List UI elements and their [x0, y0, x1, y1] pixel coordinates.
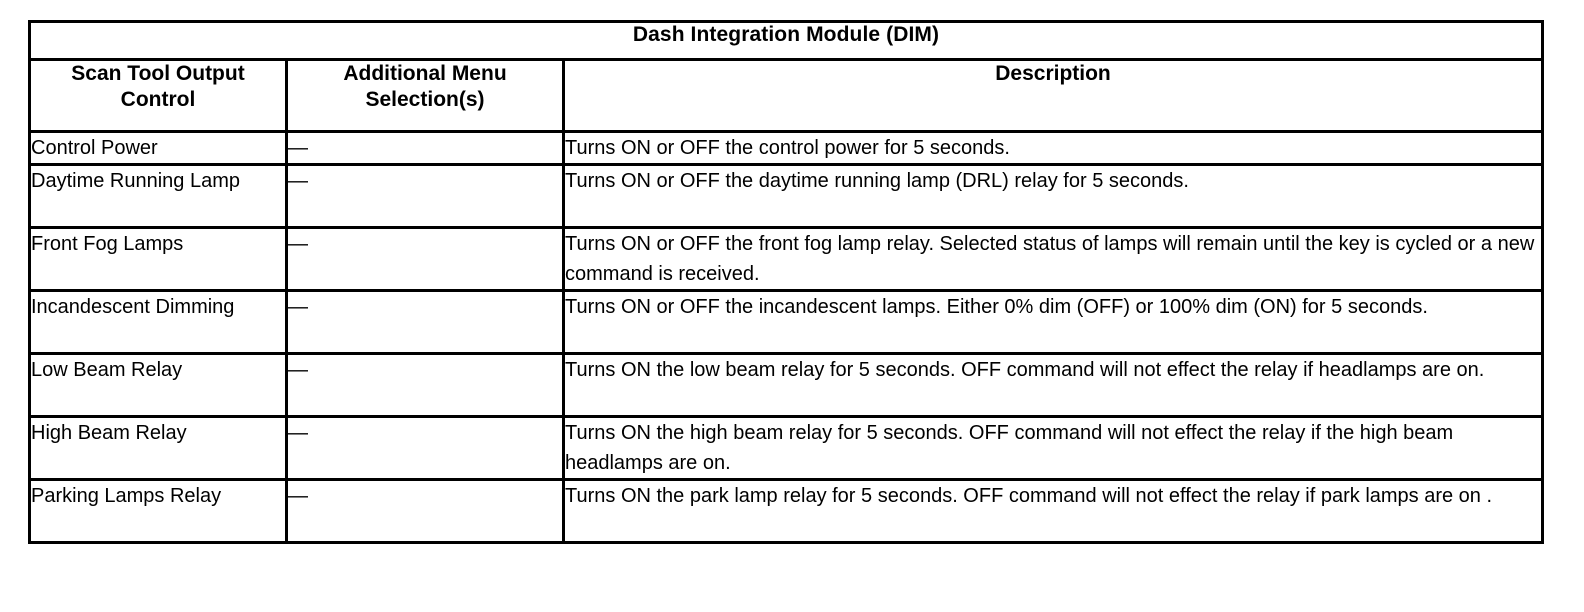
- cell-menu-selection: —: [285, 478, 565, 544]
- cell-control-name: Daytime Running Lamp: [28, 163, 288, 229]
- cell-description: Turns ON the low beam relay for 5 second…: [562, 352, 1544, 418]
- cell-control-name: Control Power: [28, 130, 288, 166]
- table-row: High Beam Relay — Turns ON the high beam…: [28, 415, 1544, 481]
- column-header-line-1: Scan Tool Output: [71, 62, 245, 85]
- table-row: Front Fog Lamps — Turns ON or OFF the fr…: [28, 226, 1544, 292]
- table-row: Low Beam Relay — Turns ON the low beam r…: [28, 352, 1544, 418]
- cell-description: Turns ON or OFF the front fog lamp relay…: [562, 226, 1544, 292]
- table-title: Dash Integration Module (DIM): [28, 20, 1544, 61]
- cell-control-name: Low Beam Relay: [28, 352, 288, 418]
- table-row: Incandescent Dimming — Turns ON or OFF t…: [28, 289, 1544, 355]
- table-row: Control Power — Turns ON or OFF the cont…: [28, 130, 1544, 166]
- column-header-description: Description: [562, 58, 1544, 133]
- cell-menu-selection: —: [285, 226, 565, 292]
- cell-description: Turns ON or OFF the incandescent lamps. …: [562, 289, 1544, 355]
- cell-menu-selection: —: [285, 352, 565, 418]
- table-row: Parking Lamps Relay — Turns ON the park …: [28, 478, 1544, 544]
- table-title-row: Dash Integration Module (DIM): [28, 20, 1544, 61]
- cell-control-name: Parking Lamps Relay: [28, 478, 288, 544]
- column-header-additional-menu-selections: Additional Menu Selection(s): [285, 58, 565, 133]
- cell-menu-selection: —: [285, 415, 565, 481]
- column-header-line-1: Additional Menu: [343, 62, 507, 85]
- cell-description: Turns ON or OFF the control power for 5 …: [562, 130, 1544, 166]
- table-row: Daytime Running Lamp — Turns ON or OFF t…: [28, 163, 1544, 229]
- cell-menu-selection: —: [285, 163, 565, 229]
- dash-integration-module-table: Dash Integration Module (DIM) Scan Tool …: [28, 20, 1544, 544]
- cell-control-name: High Beam Relay: [28, 415, 288, 481]
- column-header-scan-tool-output-control: Scan Tool Output Control: [28, 58, 288, 133]
- cell-control-name: Incandescent Dimming: [28, 289, 288, 355]
- table-header-row: Scan Tool Output Control Additional Menu…: [28, 58, 1544, 133]
- cell-control-name: Front Fog Lamps: [28, 226, 288, 292]
- column-header-line-2: Selection(s): [365, 88, 485, 111]
- column-header-line-1: Description: [995, 62, 1111, 85]
- cell-description: Turns ON or OFF the daytime running lamp…: [562, 163, 1544, 229]
- cell-description: Turns ON the park lamp relay for 5 secon…: [562, 478, 1544, 544]
- column-header-line-2: Control: [120, 88, 196, 111]
- cell-description: Turns ON the high beam relay for 5 secon…: [562, 415, 1544, 481]
- cell-menu-selection: —: [285, 130, 565, 166]
- cell-menu-selection: —: [285, 289, 565, 355]
